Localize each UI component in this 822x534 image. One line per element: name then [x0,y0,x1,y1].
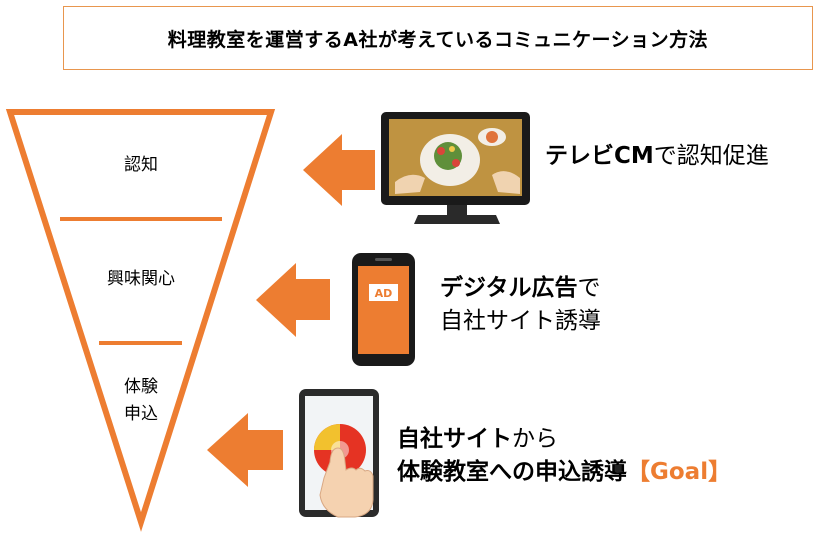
funnel-stage-interest: 興味関心 [98,266,184,293]
arrow-left-icon [256,263,330,337]
channel-site-normal1: から [512,426,558,452]
television-icon [381,112,530,224]
title-box: 料理教室を運営するA社が考えているコミュニケーション方法 [63,6,813,70]
channel-tv-bold: テレビCM [545,143,654,169]
funnel-stage-awareness: 認知 [112,152,170,179]
funnel-stage-label-line1: 体験 [124,377,158,397]
ad-badge: AD [375,287,393,300]
goal-badge: 【Goal】 [627,459,732,486]
funnel-stage-label: 興味関心 [107,269,175,289]
tablet-touch-icon [299,389,379,518]
channel-tv-normal: で認知促進 [653,143,769,169]
channel-digital-normal: で [577,275,601,301]
funnel-stage-label: 認知 [124,155,158,175]
channel-site-label: 自社サイトから 体験教室への申込誘導【Goal】 [397,423,731,490]
channel-digital-bold: デジタル広告 [440,275,578,301]
funnel-stage-application: 体験 申込 [112,374,170,428]
funnel-stage-label-line2: 申込 [124,404,158,425]
smartphone-ad-icon: AD [352,253,415,366]
arrow-left-icon [303,134,375,206]
arrow-left-icon [207,413,283,487]
channel-site-bold1: 自社サイト [397,426,512,452]
channel-digital-line2: 自社サイト誘導 [440,308,601,335]
funnel [5,109,276,532]
channel-site-bold2: 体験教室への申込誘導 [397,459,627,486]
channel-tv-label: テレビCMで認知促進 [545,140,769,173]
channel-digital-label: デジタル広告で 自社サイト誘導 [440,272,601,339]
page-title: 料理教室を運営するA社が考えているコミュニケーション方法 [167,28,709,51]
